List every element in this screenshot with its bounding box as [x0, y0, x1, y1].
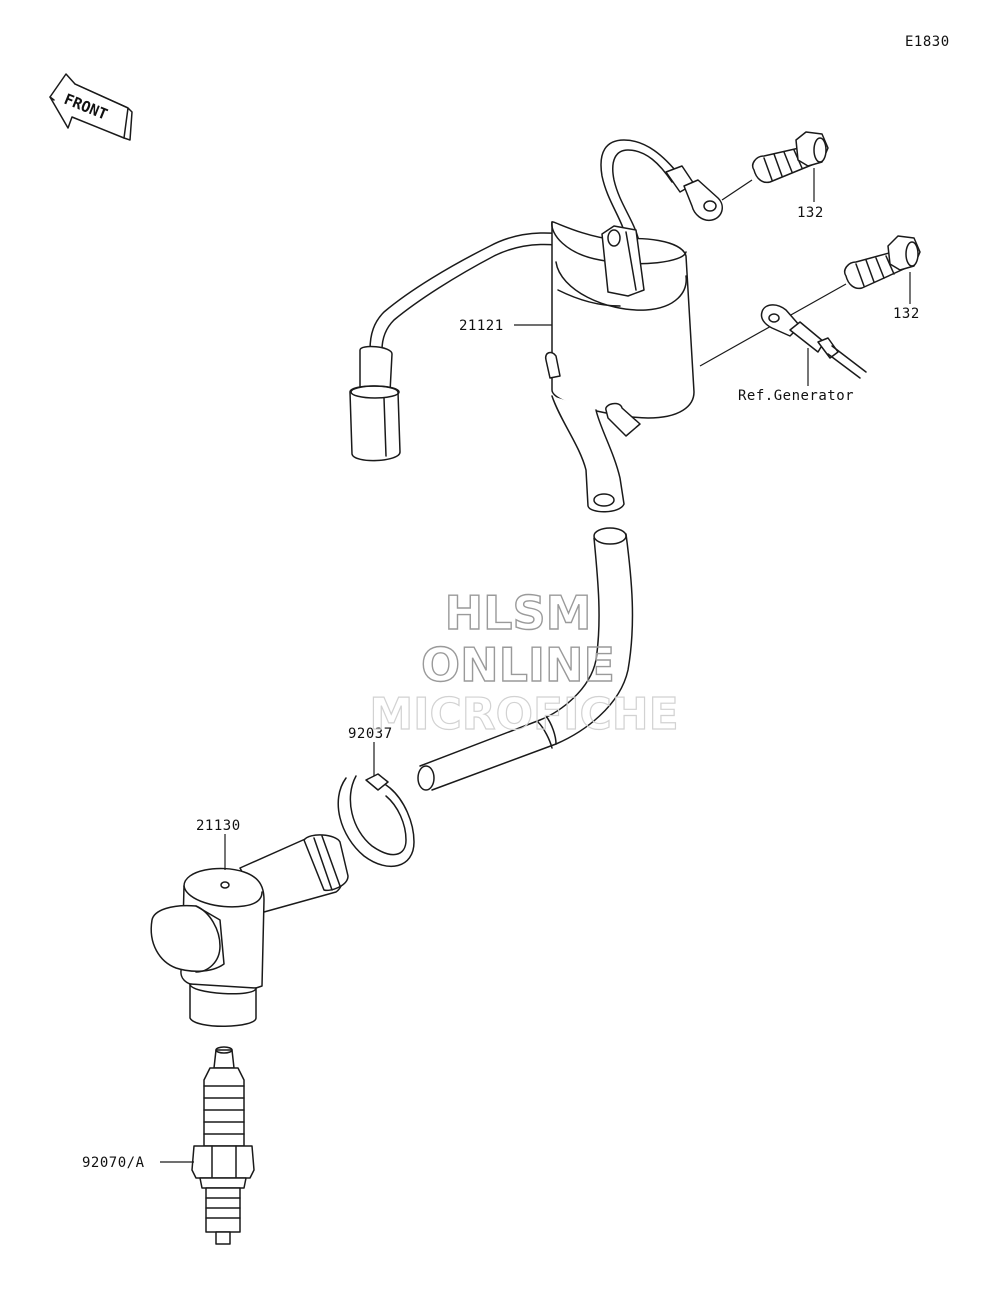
bolt-lower [844, 235, 921, 290]
watermark-line-2: ONLINE [421, 638, 615, 692]
callout-clamp: 92037 [348, 726, 393, 742]
callout-bolt-upper: 132 [797, 205, 824, 221]
watermark: HLSM ONLINE MICROFICHE [369, 585, 680, 740]
callout-ref-generator: Ref.Generator [738, 388, 854, 404]
front-arrow-icon: FRONT [49, 70, 133, 141]
watermark-line-3: MICROFICHE [369, 689, 678, 740]
watermark-line-1: HLSM [445, 586, 592, 640]
callout-bolt-lower: 132 [893, 306, 920, 322]
ground-wire [600, 139, 723, 247]
spark-plug-cap [150, 834, 349, 1027]
spark-plug [191, 1046, 255, 1245]
bolt-upper [752, 131, 829, 184]
callout-plug-cap: 21130 [196, 818, 241, 834]
ignition-coil [349, 221, 695, 513]
high-tension-cable [417, 527, 634, 791]
callout-spark-plug: 92070/A [82, 1155, 145, 1171]
diagram-code: E1830 [905, 34, 950, 50]
generator-ground-terminal [760, 304, 867, 379]
callout-coil: 21121 [459, 318, 504, 334]
clamp [337, 773, 415, 868]
